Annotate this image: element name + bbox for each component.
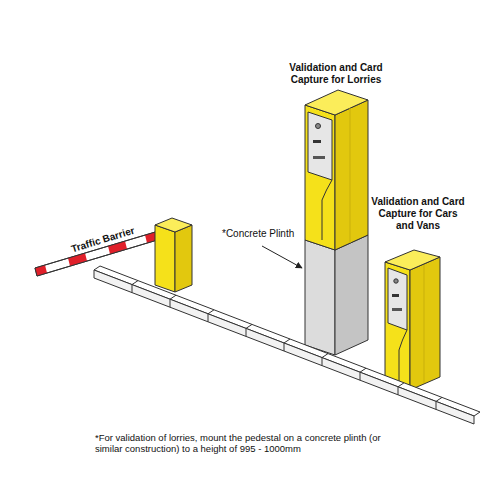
kerb-joint	[398, 387, 399, 395]
lorry-pedestal	[305, 90, 368, 355]
kerb-joint	[322, 354, 328, 358]
car-heading: Validation and Card Capture for Cars and…	[370, 196, 466, 232]
kerb-joint	[436, 397, 442, 401]
leader-line	[262, 246, 302, 268]
kerb-joint	[246, 324, 252, 328]
kerb-joint	[208, 310, 214, 314]
kerb-joint	[170, 299, 171, 307]
kerb-joint	[398, 383, 404, 387]
plinth-label: *Concrete Plinth	[222, 228, 322, 240]
kerb-joint	[284, 343, 285, 351]
kerb-joint	[246, 328, 247, 336]
lorry-heading: Validation and Card Capture for Lorries	[288, 62, 384, 86]
kerb-joint	[132, 281, 138, 285]
barrier-label: Traffic Barrier	[49, 218, 158, 262]
kerb-joint	[208, 314, 209, 322]
kerb-joint	[284, 339, 290, 343]
kerb-joint	[436, 401, 437, 409]
kerb-joint	[360, 368, 366, 372]
kerb-joint	[170, 295, 176, 299]
barrier-post	[155, 218, 192, 292]
car-pedestal	[385, 250, 440, 390]
kerb-joint	[132, 285, 133, 293]
kerb	[94, 266, 480, 424]
footnote: *For validation of lorries, mount the pe…	[95, 432, 395, 455]
kerb-joint	[322, 358, 323, 366]
kerb-joint	[360, 372, 361, 380]
